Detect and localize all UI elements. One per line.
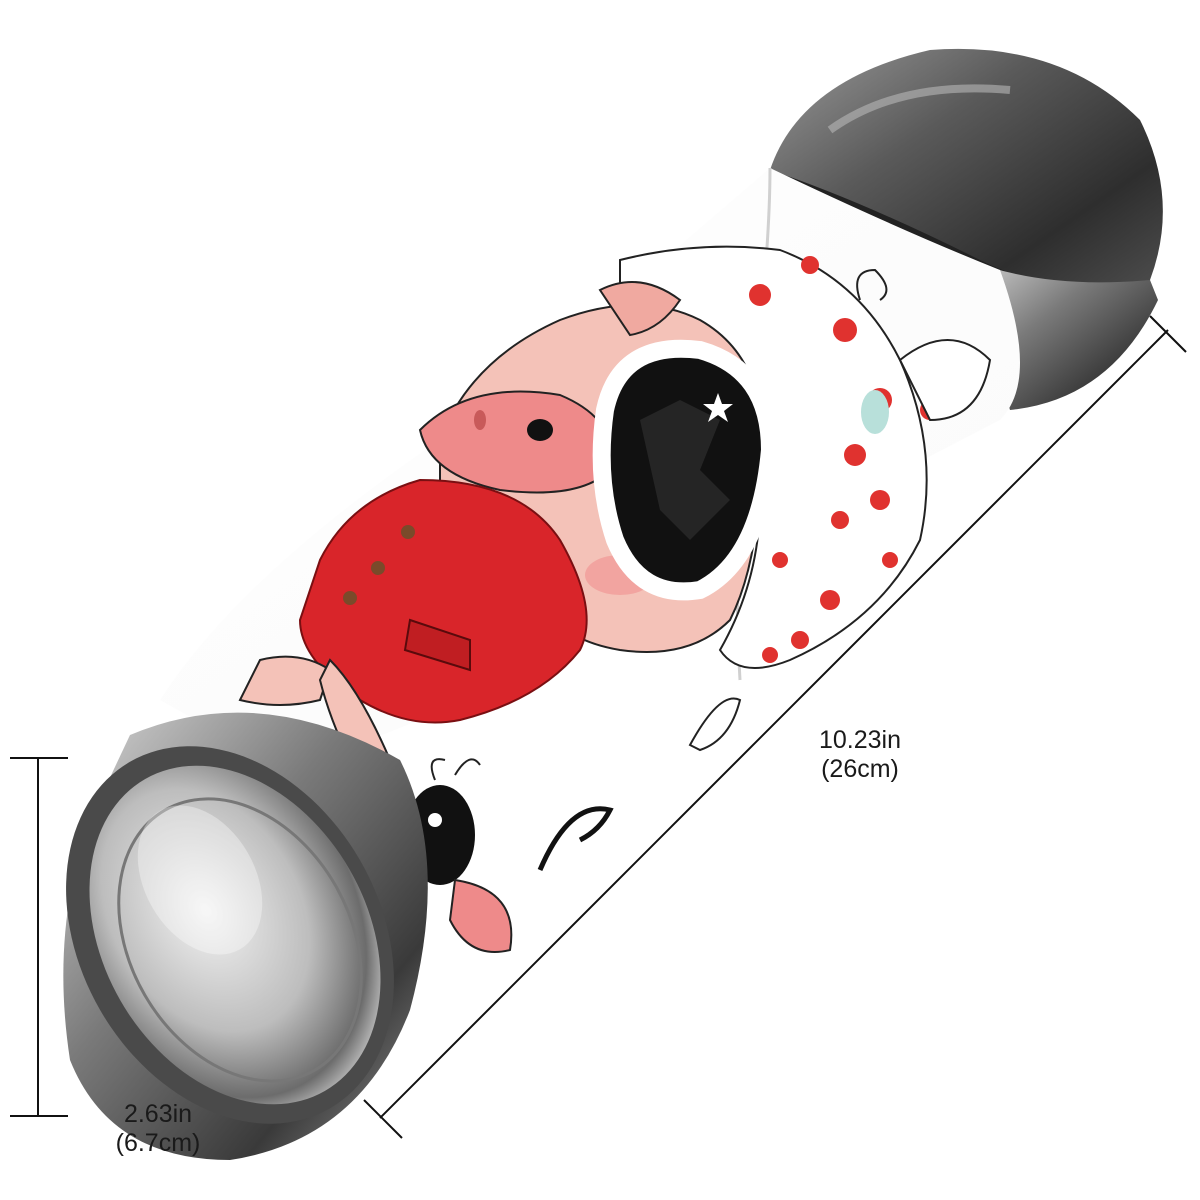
diameter-label: 2.63in (6.7cm) [88, 1100, 228, 1158]
length-dimension-line [363, 315, 1187, 1139]
leaf-doodle [688, 697, 742, 752]
length-cm: (26cm) [821, 755, 899, 783]
thermos-body [160, 167, 1020, 953]
thermos-base [63, 712, 428, 1160]
diameter-dimension-line [10, 757, 68, 1117]
diameter-cm: (6.7cm) [115, 1129, 201, 1157]
length-label: 10.23in (26cm) [790, 726, 930, 784]
thermos-lid [770, 48, 1163, 321]
length-inches: 10.23in [818, 726, 902, 754]
red-coat [238, 478, 588, 761]
tail-doodle [537, 806, 614, 871]
diameter-inches: 2.63in [123, 1100, 193, 1128]
star-icon [703, 393, 733, 422]
